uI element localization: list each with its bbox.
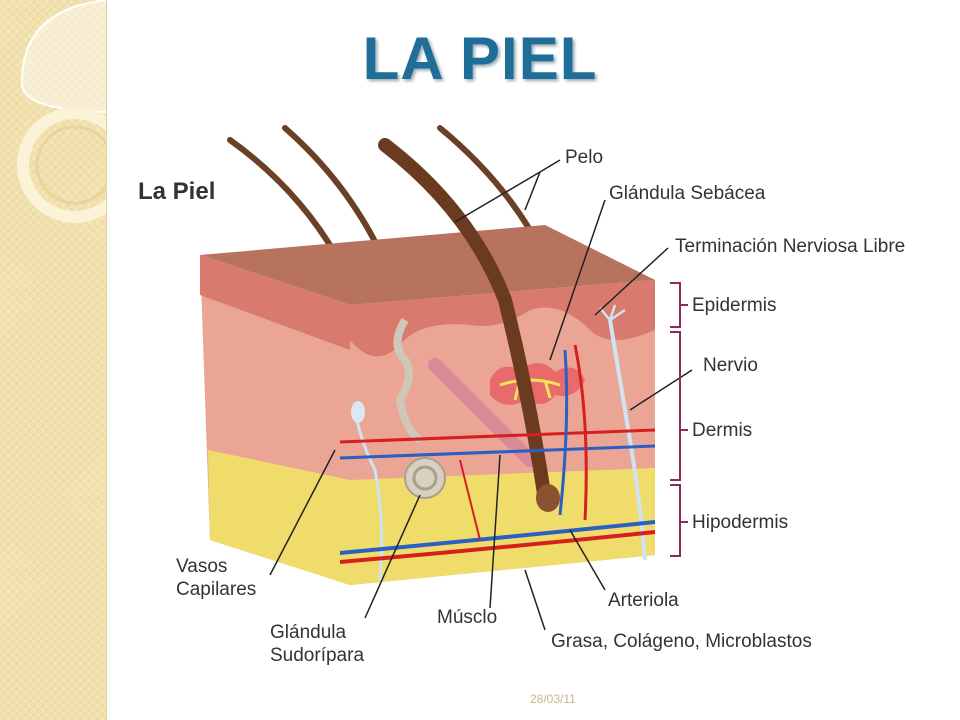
label-dermis: Dermis [692,420,753,441]
label-epidermis: Epidermis [692,295,777,316]
label-vasos-line2: Capilares [176,579,257,600]
sweat-gland-coil [404,457,446,499]
main-hair-follicle [378,138,552,507]
vertical-venule [558,349,569,516]
bracket-epidermis [670,282,688,328]
small-arteriole [459,459,481,541]
sidebar-swirl-decoration [17,0,106,223]
label-glandula-sebacea: Glándula Sebácea [609,183,766,204]
label-nervio: Nervio [703,355,758,376]
leader-nervio [629,369,693,411]
leader-musculo [489,454,501,609]
capillary-artery [339,428,656,444]
label-vasos-line1: Vasos [176,556,228,577]
sweat-gland-duct [393,317,423,444]
label-pelo: Pelo [565,147,604,168]
hair-bulb [536,484,560,512]
label-glandula-sudoripara-line2: Sudorípara [270,645,365,666]
leader-terminacion [594,247,669,316]
label-arteriola: Arteriola [608,590,679,611]
decorative-sidebar [0,0,107,720]
label-hipodermis: Hipodermis [692,512,789,533]
leader-glandula-sudoripara [364,494,421,619]
free-nerve-ending [599,304,626,322]
hypodermis-left [208,450,350,585]
label-terminacion-nerviosa: Terminación Nerviosa Libre [675,236,906,257]
bracket-hipodermis [670,484,688,557]
label-musculo: Músclo [437,607,498,628]
leader-grasa [524,569,546,631]
skin-surface [200,225,655,305]
sweat-gland-coil-inner [412,465,438,491]
leader-pelo-2 [524,171,541,211]
bracket-dermis [670,331,688,481]
leader-vasos [269,449,336,576]
deep-vein [339,520,656,555]
leader-arteriola [569,529,606,591]
slide-title: LA PIEL [362,25,598,92]
leader-pelo-1 [454,159,561,223]
leader-glandula-sebacea [549,199,606,361]
nerve-receptor [351,401,365,423]
deep-artery [339,530,656,564]
footer-date: 28/03/11 [530,692,576,706]
capillary-vein [339,444,656,460]
diagram-title: La Piel [138,178,216,205]
epidermis-left [200,255,350,350]
arrector-muscle [428,358,537,467]
layer-brackets [670,282,688,557]
leader-lines [269,159,693,631]
label-grasa-colageno: Grasa, Colágeno, Microblastos [551,631,812,652]
hair-strand [227,137,343,265]
vertical-arteriole [573,344,588,521]
label-glandula-sudoripara-line1: Glándula [270,622,347,643]
sebaceous-gland [490,362,585,405]
